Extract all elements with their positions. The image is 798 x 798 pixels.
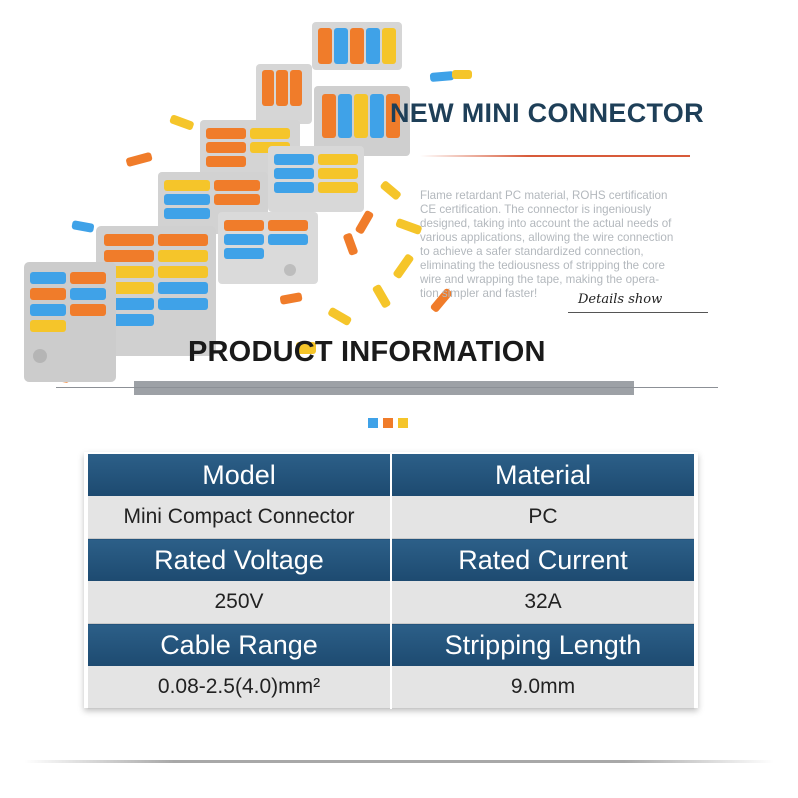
spec-value-model: Mini Compact Connector <box>88 496 392 539</box>
spec-value-row: 250V 32A <box>88 581 694 624</box>
spec-header-rated-voltage: Rated Voltage <box>88 538 392 581</box>
color-squares <box>368 418 408 428</box>
headline-underline <box>420 155 690 157</box>
connector-left <box>24 262 116 382</box>
square-blue <box>368 418 378 428</box>
spec-value-material: PC <box>391 496 694 539</box>
spec-value-stripping-length: 9.0mm <box>391 666 694 709</box>
banner-headline: NEW MINI CONNECTOR <box>390 98 704 128</box>
details-show-link[interactable]: Details show <box>578 292 663 307</box>
spec-header-stripping-length: Stripping Length <box>391 623 694 666</box>
square-orange <box>383 418 393 428</box>
details-underline <box>568 312 708 313</box>
description-line: tion simpler and faster! <box>420 287 538 300</box>
connector-product-photo <box>24 22 472 383</box>
connector-mid-right <box>314 86 410 156</box>
description-line: eliminating the tediousness of stripping… <box>420 259 665 272</box>
banner-description: Flame retardant PC material, ROHS certif… <box>420 189 705 301</box>
hero-banner: NEW MINI CONNECTOR Flame retardant PC ma… <box>24 22 718 395</box>
spec-value-row: 0.08-2.5(4.0)mm² 9.0mm <box>88 666 694 709</box>
connector-large <box>96 226 216 356</box>
spec-header-material: Material <box>391 454 694 496</box>
spec-header-row: Rated Voltage Rated Current <box>88 538 694 581</box>
spec-header-rated-current: Rated Current <box>391 538 694 581</box>
square-yellow <box>398 418 408 428</box>
description-line: designed, taking into account the actual… <box>420 217 672 230</box>
bottom-divider <box>24 760 774 763</box>
spec-value-cable-range: 0.08-2.5(4.0)mm² <box>88 666 392 709</box>
description-line: to achieve a safer standardized connecti… <box>420 245 644 258</box>
spec-table: Model Material Mini Compact Connector PC… <box>88 454 694 709</box>
spec-value-rated-voltage: 250V <box>88 581 392 624</box>
description-line: various applications, allowing the wire … <box>420 231 674 244</box>
product-information-title: PRODUCT INFORMATION <box>188 336 546 368</box>
connector-top-right <box>312 22 402 70</box>
spec-header-row: Cable Range Stripping Length <box>88 623 694 666</box>
connector-right-blue <box>268 146 364 212</box>
description-line: Flame retardant PC material, ROHS certif… <box>420 189 668 202</box>
description-line: wire and wrapping the tape, making the o… <box>420 273 660 286</box>
connector-cluster <box>24 22 472 383</box>
description-line: CE certification. The connector is ingen… <box>420 203 652 216</box>
spec-header-cable-range: Cable Range <box>88 623 392 666</box>
connector-top-mid <box>256 64 312 124</box>
title-rule <box>56 387 718 388</box>
spec-value-row: Mini Compact Connector PC <box>88 496 694 539</box>
spec-header-model: Model <box>88 454 392 496</box>
title-gray-bar <box>134 381 634 395</box>
spec-value-rated-current: 32A <box>391 581 694 624</box>
connector-center-low <box>218 212 318 284</box>
spec-header-row: Model Material <box>88 454 694 496</box>
